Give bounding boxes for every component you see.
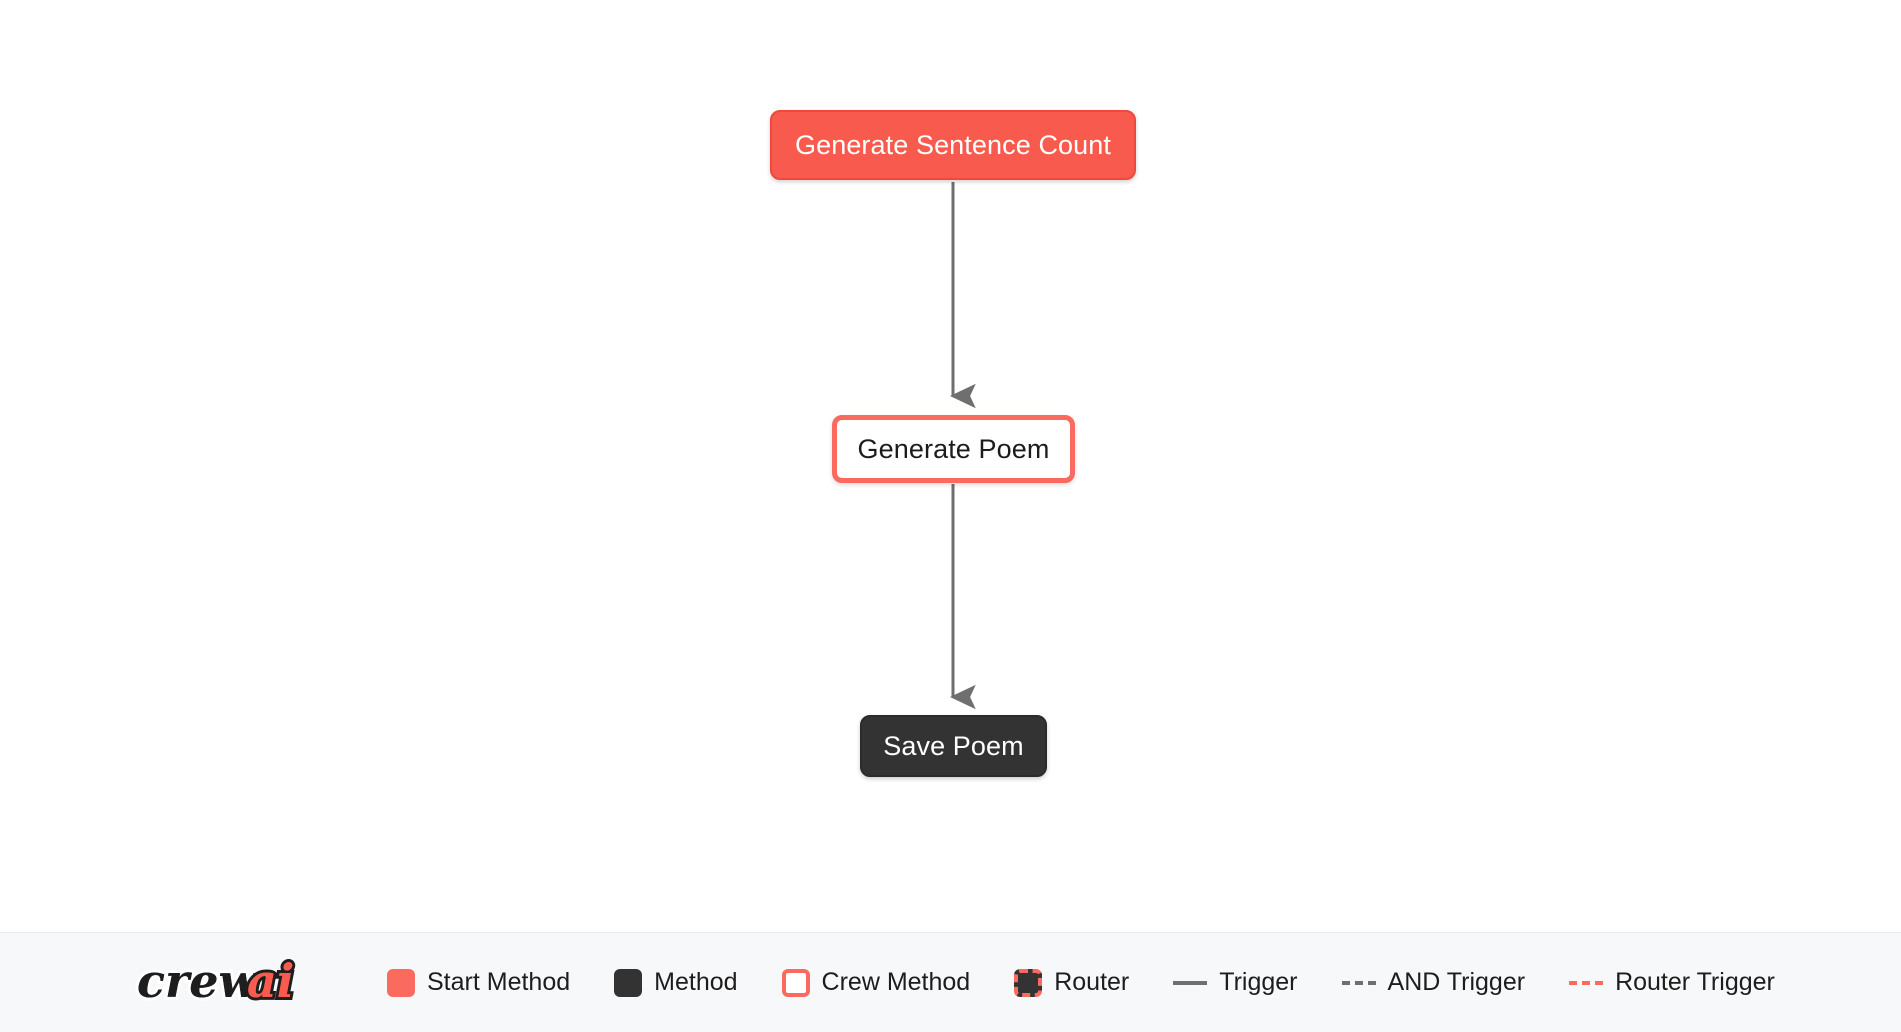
svg-text:crew: crew xyxy=(137,954,260,1008)
flow-node-label: Save Poem xyxy=(883,730,1024,761)
and-trigger-line-icon xyxy=(1341,980,1376,985)
method-swatch-icon xyxy=(614,968,643,997)
legend-item-trigger: Trigger xyxy=(1173,968,1298,996)
legend-item-label: Router Trigger xyxy=(1615,968,1775,996)
start-method-swatch-icon xyxy=(387,968,415,997)
svg-text:ai: ai xyxy=(247,954,294,1008)
legend-item-router-trigger: Router Trigger xyxy=(1569,970,1775,995)
flow-node-generate-sentence-count[interactable]: Generate Sentence Count xyxy=(770,110,1136,180)
svg-text:ai: ai xyxy=(247,954,294,1008)
legend-item-method: Method xyxy=(614,968,738,997)
router-trigger-line-icon xyxy=(1569,980,1604,985)
flow-canvas[interactable]: Generate Sentence Count Generate Poem Sa… xyxy=(0,0,1901,932)
flow-node-generate-poem[interactable]: Generate Poem xyxy=(832,415,1075,483)
legend-item-label: AND Trigger xyxy=(1387,968,1526,996)
legend-bar: crew crew ai ai Start Method Method Crew… xyxy=(0,932,1901,1032)
legend-item-label: Trigger xyxy=(1219,968,1298,996)
trigger-line-icon xyxy=(1173,980,1208,985)
legend-item-label: Crew Method xyxy=(821,968,971,996)
svg-text:crew: crew xyxy=(137,954,260,1008)
crewai-logo-mark: crew crew ai ai xyxy=(135,951,297,1011)
legend-item-start-method: Start Method xyxy=(387,968,571,997)
flow-node-label: Generate Sentence Count xyxy=(794,129,1112,160)
legend-item-crew-method: Crew Method xyxy=(781,968,971,997)
legend-item-label: Start Method xyxy=(427,968,571,996)
flow-node-save-poem[interactable]: Save Poem xyxy=(860,715,1047,777)
router-swatch-icon xyxy=(1014,968,1043,997)
legend-item-label: Router xyxy=(1054,968,1130,996)
crewai-logo: crew crew ai ai xyxy=(135,951,325,1014)
flow-node-label: Generate Poem xyxy=(857,433,1050,464)
legend-item-router: Router xyxy=(1014,968,1130,997)
legend-item-and-trigger: AND Trigger xyxy=(1341,968,1526,996)
legend-items: Start Method Method Crew Method Router T… xyxy=(387,968,1901,997)
legend-item-label: Method xyxy=(654,968,738,996)
crew-method-swatch-icon xyxy=(781,968,810,997)
